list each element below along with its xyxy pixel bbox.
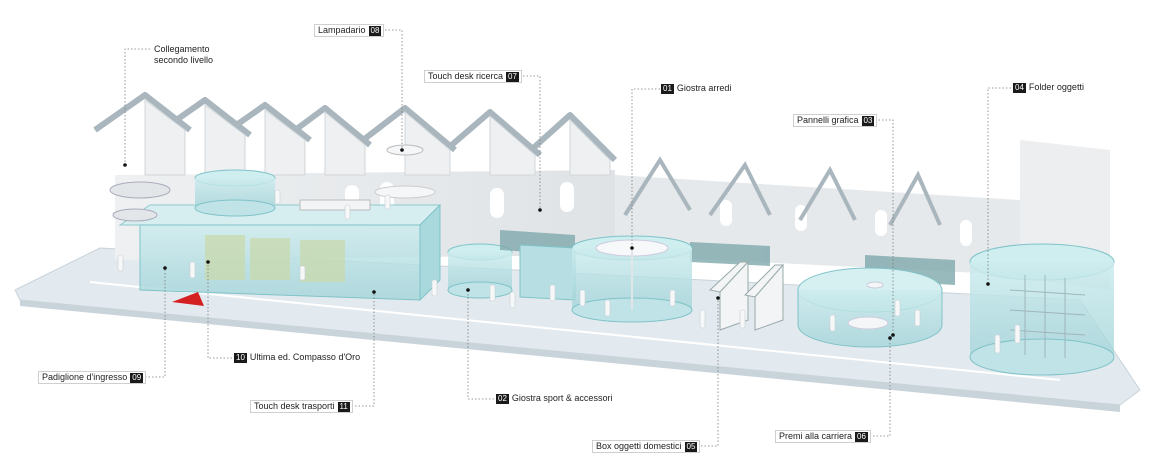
label-pannelli-grafica-num: 03 [861, 115, 875, 126]
label-premi-carriera: Premi alla carriera 06 [775, 430, 871, 443]
label-giostra-arredi-text: Giostra arredi [674, 83, 734, 94]
label-pannelli-grafica: Pannelli grafica 03 [793, 114, 878, 127]
label-touch-trasporti-num: 11 [337, 401, 350, 412]
label-touch-ricerca-num: 07 [506, 71, 519, 82]
label-padiglione-num: 09 [130, 372, 144, 383]
label-collegamento: Collegamento secondo livello [154, 44, 214, 66]
label-folder-oggetti: 04 Folder oggetti [1012, 82, 1086, 93]
label-giostra-sport: 02 Giostra sport & accessori [495, 393, 615, 404]
label-pannelli-grafica-text: Pannelli grafica [795, 115, 861, 126]
truss-gables [144, 99, 611, 176]
entrance-marker [172, 292, 204, 306]
label-giostra-sport-num: 02 [496, 393, 509, 404]
small-trusses [623, 156, 942, 226]
premi-carriera-enclosure [797, 267, 943, 348]
label-box-oggetti: Box oggetti domestici 05 [592, 440, 701, 453]
label-padiglione-text: Padiglione d'ingresso [40, 372, 130, 383]
label-compasso: 10 Ultima ed. Compasso d'Oro [233, 352, 363, 363]
label-touch-trasporti: Touch desk trasporti 11 [250, 400, 353, 413]
label-box-oggetti-num: 05 [684, 441, 698, 452]
label-lampadario-num: 08 [368, 25, 382, 36]
label-collegamento-line2: secondo livello [154, 55, 214, 66]
label-compasso-text: Ultima ed. Compasso d'Oro [247, 352, 363, 363]
leader-endpoints [123, 148, 990, 340]
research-desk [519, 244, 576, 301]
label-compasso-num: 10 [234, 352, 247, 363]
label-lampadario: Lampadario 08 [314, 24, 385, 37]
label-premi-carriera-text: Premi alla carriera [777, 431, 855, 442]
giostra-sport-cylinder [447, 243, 513, 299]
label-collegamento-line1: Collegamento [154, 44, 214, 55]
folder-oggetti-cylinder [969, 243, 1115, 376]
leader-lines [124, 29, 1011, 447]
label-box-oggetti-text: Box oggetti domestici [594, 441, 684, 452]
label-touch-ricerca-text: Touch desk ricerca [426, 71, 506, 82]
label-folder-oggetti-num: 04 [1013, 82, 1026, 93]
label-touch-ricerca: Touch desk ricerca 07 [424, 70, 522, 83]
label-giostra-arredi: 01 Giostra arredi [660, 83, 734, 94]
label-giostra-sport-text: Giostra sport & accessori [509, 393, 615, 404]
label-folder-oggetti-text: Folder oggetti [1026, 82, 1086, 93]
label-premi-carriera-num: 06 [855, 431, 868, 442]
label-padiglione: Padiglione d'ingresso 09 [38, 371, 147, 384]
label-lampadario-text: Lampadario [316, 25, 368, 36]
label-touch-trasporti-text: Touch desk trasporti [252, 401, 337, 412]
label-giostra-arredi-num: 01 [661, 83, 674, 94]
entrance-pavilion [109, 144, 442, 302]
domestic-boxes [708, 260, 785, 331]
visitor-figures [117, 189, 1021, 354]
